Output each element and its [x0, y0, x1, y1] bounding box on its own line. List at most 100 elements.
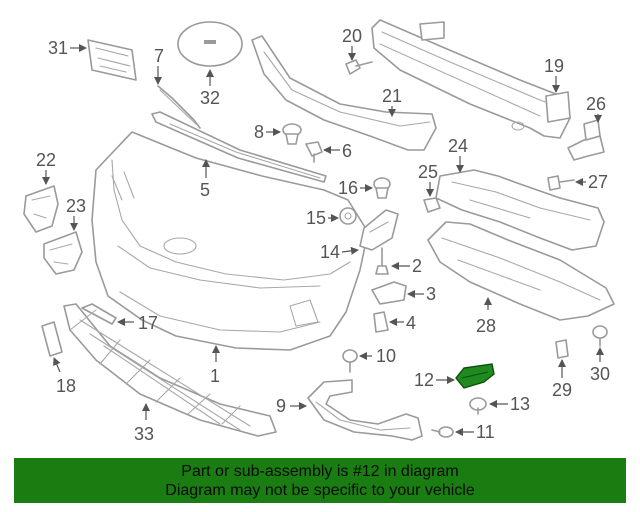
- part-8-clip: [282, 123, 302, 145]
- part-2-stud: [375, 247, 389, 275]
- svg-text:14: 14: [320, 242, 340, 262]
- callout-10[interactable]: 10: [359, 346, 396, 366]
- callout-8[interactable]: 8: [254, 122, 281, 142]
- svg-text:2: 2: [412, 256, 422, 276]
- callout-3[interactable]: 3: [407, 284, 436, 304]
- svg-text:27: 27: [588, 172, 608, 192]
- part-1-bumper-cover: [91, 131, 369, 351]
- callout-30[interactable]: 30: [590, 347, 610, 384]
- callout-25[interactable]: 25: [418, 162, 438, 197]
- svg-text:28: 28: [476, 316, 496, 336]
- svg-text:17: 17: [138, 313, 158, 333]
- callout-1[interactable]: 1: [210, 345, 220, 386]
- svg-text:30: 30: [590, 364, 610, 384]
- part-28-lower-undercover: [427, 221, 615, 321]
- part-4-clip: [373, 311, 389, 333]
- svg-text:3: 3: [426, 284, 436, 304]
- svg-text:8: 8: [254, 122, 264, 142]
- svg-text:22: 22: [36, 150, 56, 170]
- callout-29[interactable]: 29: [552, 359, 572, 400]
- svg-text:24: 24: [448, 136, 468, 156]
- part-31-license-bracket: [87, 39, 137, 81]
- part-26-side-bracket: [567, 119, 605, 161]
- callout-4[interactable]: 4: [389, 313, 416, 333]
- svg-text:1: 1: [210, 366, 220, 386]
- callout-14[interactable]: 14: [320, 242, 359, 262]
- part-9-side-support: [307, 379, 423, 441]
- part-3-retainer: [371, 281, 407, 305]
- svg-text:20: 20: [342, 26, 362, 46]
- part-21-energy-absorber: [251, 35, 437, 151]
- callout-27[interactable]: 27: [575, 172, 608, 192]
- part-5-upper-reinforcement: [151, 111, 327, 183]
- svg-text:7: 7: [154, 46, 164, 66]
- part-14-bracket: [359, 209, 399, 251]
- exploded-parts-diagram: 31 32 7 20 21 19 26 8: [23, 19, 615, 444]
- svg-text:25: 25: [418, 162, 438, 182]
- part-23-fog-bezel: [43, 231, 83, 275]
- callout-6[interactable]: 6: [323, 141, 352, 161]
- svg-text:4: 4: [406, 313, 416, 333]
- part-18-tow-hook-cover: [41, 321, 63, 357]
- svg-text:11: 11: [476, 422, 495, 442]
- banner-line-disclaimer: Diagram may not be specific to your vehi…: [165, 482, 475, 499]
- svg-text:21: 21: [382, 86, 402, 106]
- callout-26[interactable]: 26: [586, 94, 606, 123]
- svg-text:23: 23: [66, 196, 86, 216]
- part-6-bolt: [305, 141, 323, 163]
- svg-text:26: 26: [586, 94, 606, 114]
- part-10-bolt: [342, 349, 358, 373]
- callout-23[interactable]: 23: [66, 196, 86, 231]
- part-7-trim-strip: [157, 85, 201, 129]
- callout-7[interactable]: 7: [154, 46, 164, 85]
- part-16-clip: [373, 177, 391, 199]
- part-12-bracket-highlighted[interactable]: [455, 363, 495, 389]
- callout-22[interactable]: 22: [36, 150, 56, 185]
- callout-28[interactable]: 28: [476, 297, 496, 336]
- callout-9[interactable]: 9: [276, 396, 307, 416]
- svg-text:13: 13: [510, 394, 530, 414]
- callout-5[interactable]: 5: [200, 159, 210, 200]
- callout-12[interactable]: 12: [414, 370, 455, 390]
- part-22-fog-bezel: [23, 185, 59, 233]
- callout-24[interactable]: 24: [448, 136, 468, 173]
- callout-17[interactable]: 17: [117, 313, 158, 333]
- svg-text:33: 33: [134, 424, 154, 444]
- callout-2[interactable]: 2: [391, 256, 422, 276]
- callout-15[interactable]: 15: [306, 208, 339, 228]
- svg-text:32: 32: [200, 88, 220, 108]
- svg-text:9: 9: [276, 396, 286, 416]
- svg-text:15: 15: [306, 208, 326, 228]
- svg-text:31: 31: [48, 38, 68, 58]
- part-info-banner: Part or sub-assembly is #12 in diagram D…: [14, 458, 626, 503]
- svg-text:29: 29: [552, 380, 572, 400]
- part-27-bolt: [547, 175, 575, 191]
- part-19-bumper-beam: [371, 19, 571, 139]
- svg-text:6: 6: [342, 141, 352, 161]
- callout-13[interactable]: 13: [489, 394, 530, 414]
- svg-text:10: 10: [376, 346, 396, 366]
- callout-16[interactable]: 16: [338, 178, 373, 198]
- svg-text:5: 5: [200, 180, 210, 200]
- callout-20[interactable]: 20: [342, 26, 362, 61]
- callout-19[interactable]: 19: [544, 56, 564, 93]
- callout-11[interactable]: 11: [455, 422, 495, 442]
- part-24-engine-undercover: [435, 169, 605, 251]
- part-30-bolt: [592, 325, 608, 347]
- svg-text:19: 19: [544, 56, 564, 76]
- part-17-grille-strip: [81, 303, 117, 325]
- part-11-bolt: [431, 426, 454, 438]
- part-15-grommet: [339, 207, 357, 225]
- part-32-emblem-cap: [177, 21, 243, 67]
- part-25-bolt: [423, 197, 441, 213]
- callout-33[interactable]: 33: [134, 403, 154, 444]
- callout-31[interactable]: 31: [48, 38, 87, 58]
- part-13-clip: [469, 397, 487, 415]
- banner-line-part-number: Part or sub-assembly is #12 in diagram: [181, 463, 459, 480]
- callout-32[interactable]: 32: [200, 69, 220, 108]
- svg-text:16: 16: [338, 178, 358, 198]
- callout-18[interactable]: 18: [53, 357, 76, 396]
- svg-text:18: 18: [56, 376, 76, 396]
- callout-21[interactable]: 21: [382, 86, 402, 117]
